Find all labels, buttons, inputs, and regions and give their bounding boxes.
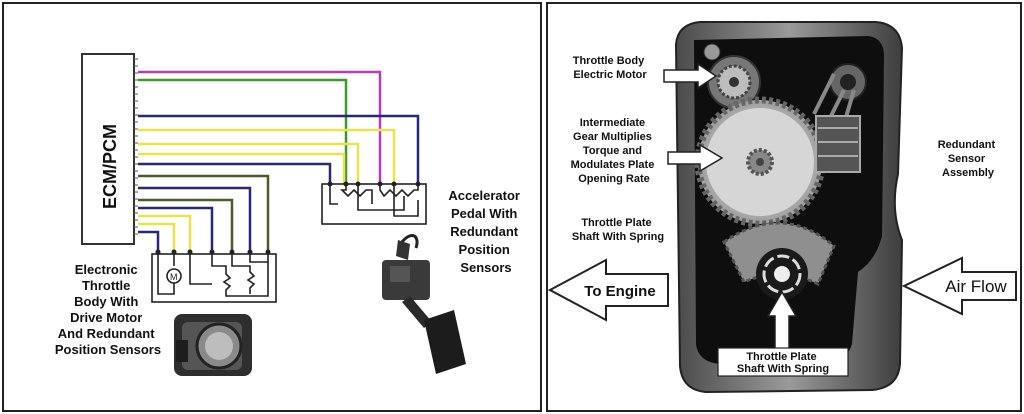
redundant-sensor-assembly <box>812 63 867 173</box>
motor-pointer-arrow <box>663 62 718 90</box>
air-flow-label: Air Flow <box>945 277 1007 296</box>
throttle-body-label: Electronic Throttle Body With Drive Moto… <box>55 262 161 357</box>
to-engine-arrow <box>548 258 669 322</box>
wiring-schematic: ECM/PCM <box>55 53 523 376</box>
throttle-body-image <box>174 314 252 376</box>
shaft-label-lower: Throttle Plate Shaft With Spring <box>737 351 829 375</box>
ecm-label: ECM/PCM <box>100 124 120 209</box>
pedal-sensor-circuit <box>321 183 427 225</box>
gear-pointer-arrow <box>667 143 724 173</box>
to-engine-label: To Engine <box>584 283 655 300</box>
accelerator-pedal-label: Accelerator Pedal With Redundant Positio… <box>448 188 523 275</box>
motor-label: Throttle Body Electric Motor <box>573 55 648 81</box>
accelerator-pedal-image <box>382 233 466 374</box>
intermediate-gear-label: Intermediate Gear Multiplies Torque and … <box>571 117 658 185</box>
sensor-assembly-label: Redundant Sensor Assembly <box>938 139 999 179</box>
motor-gear <box>703 43 761 109</box>
shaft-label-upper: Throttle Plate Shaft With Spring <box>572 217 664 243</box>
throttle-body-cutaway: Throttle Body Electric Motor Intermediat… <box>546 2 1022 412</box>
motor-symbol: M <box>170 272 178 282</box>
air-flow-arrow <box>901 256 1017 316</box>
throttle-cutaway-illustration: Throttle Body Electric Motor Intermediat… <box>548 21 1017 394</box>
throttle-body-circuit <box>151 253 277 303</box>
ecm-module-box <box>81 53 135 245</box>
ecm-wiring-diagram: ECM/PCM <box>2 2 542 412</box>
throttle-sector-gear <box>722 221 836 300</box>
shaft-label-box <box>717 347 849 377</box>
